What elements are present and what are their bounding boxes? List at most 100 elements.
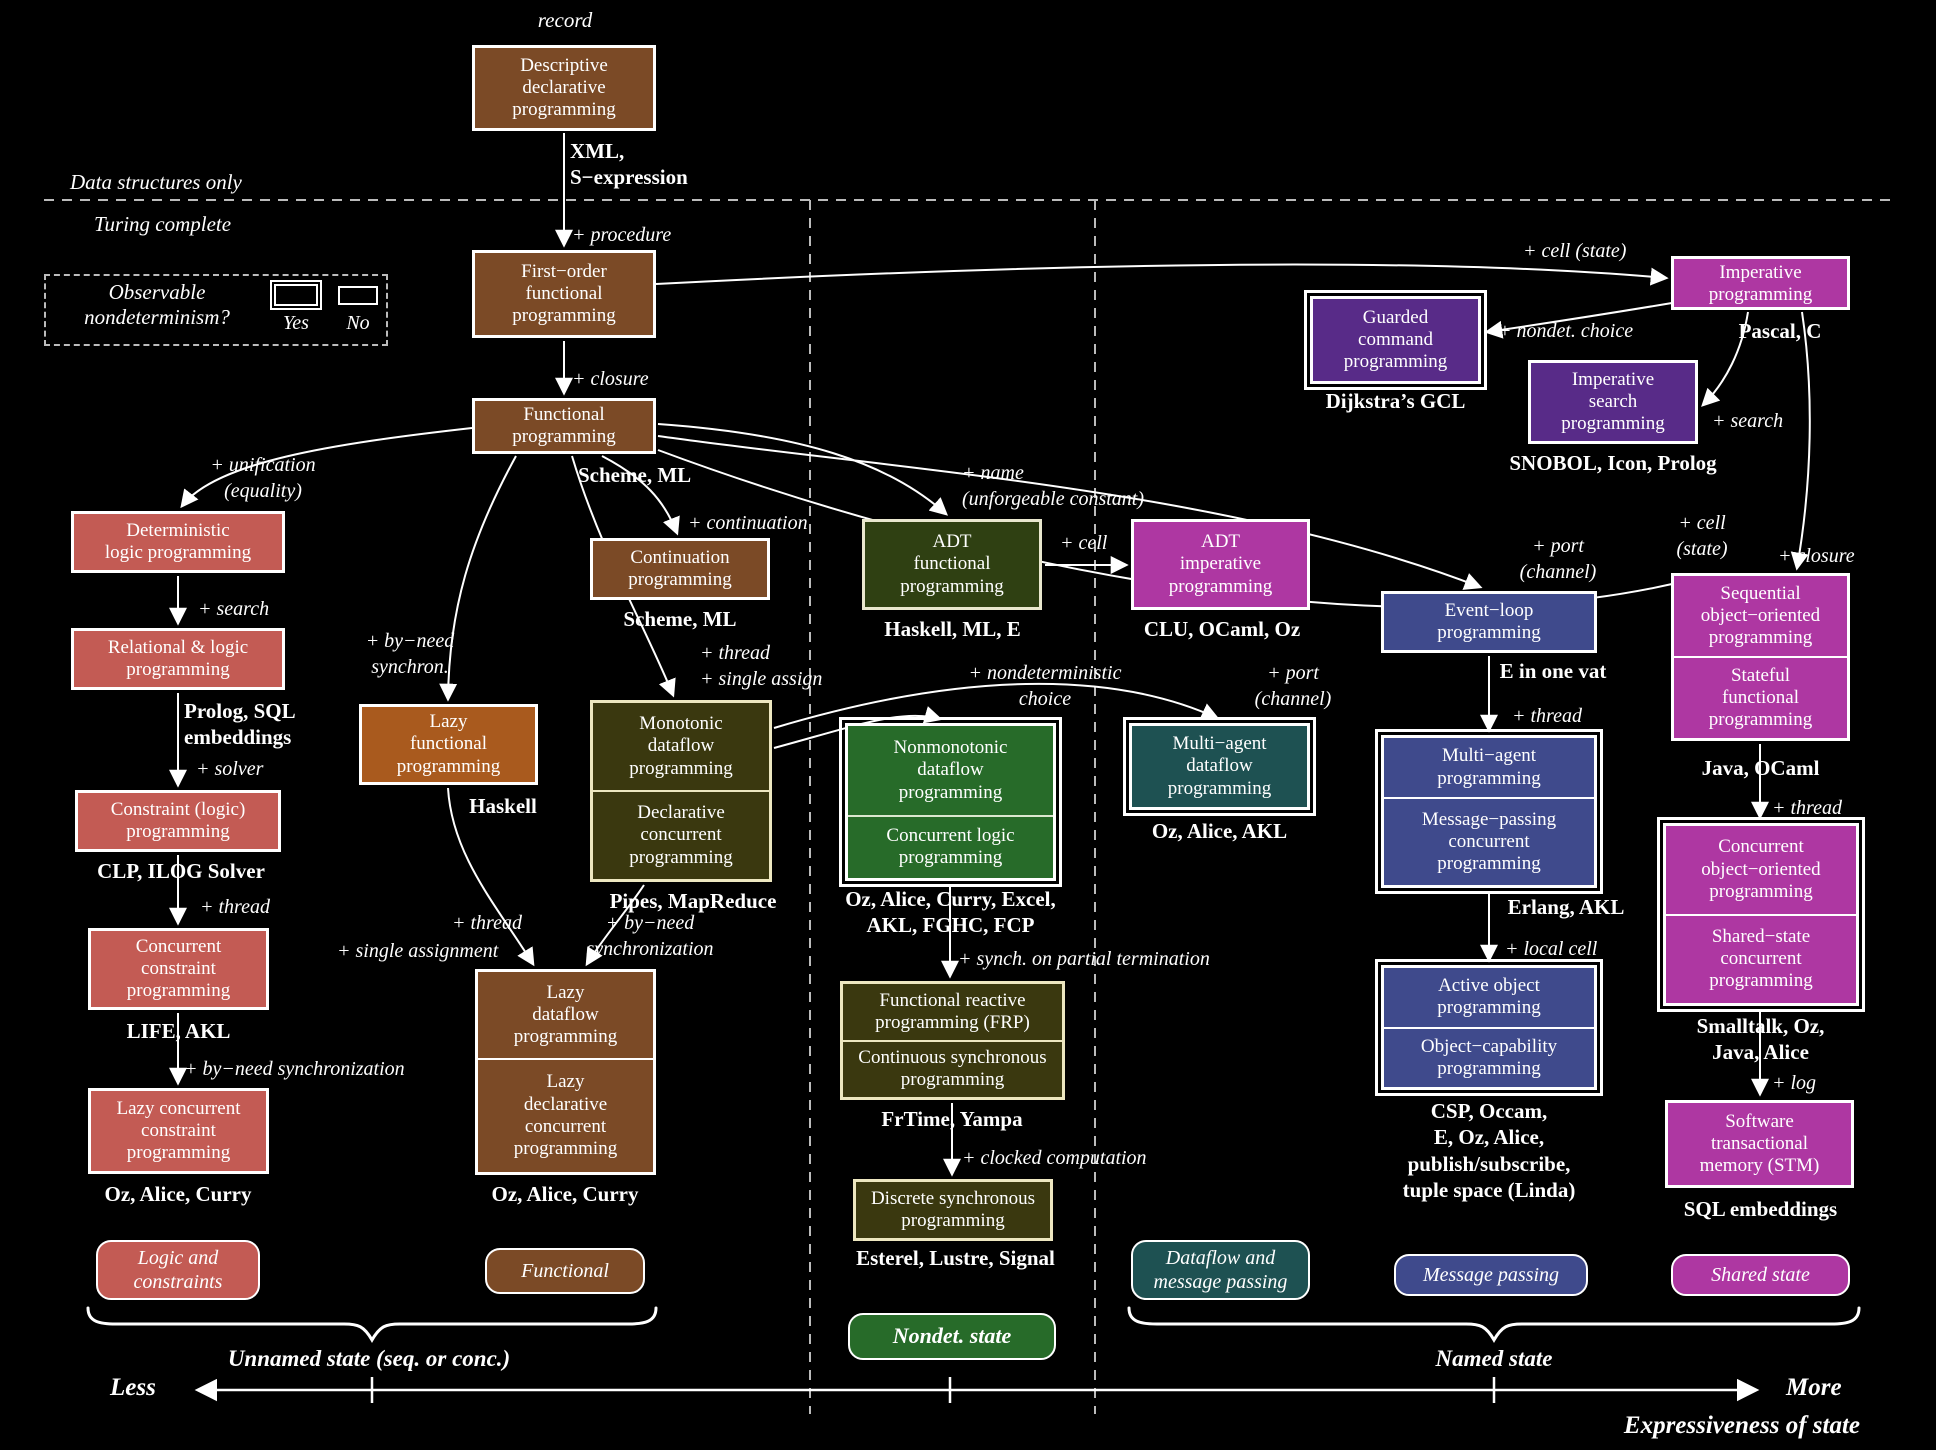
caption-imperative-search: SNOBOL, Icon, Prolog bbox=[1509, 451, 1717, 475]
box-label: Event−loop programming bbox=[1437, 599, 1541, 643]
box-label: Lazy functional programming bbox=[396, 711, 501, 777]
caption-concurrent-oo: Smalltalk, Oz, Java, Alice bbox=[1696, 1014, 1825, 1065]
box-discrete-synchronous: Discrete synchronous programming bbox=[853, 1179, 1053, 1241]
edge-label-thread-single-assign: + thread + single assign bbox=[700, 642, 823, 690]
box-label: Guarded command programming bbox=[1343, 306, 1448, 373]
box-lazy-concurrent-constraint: Lazy concurrent constraint programming bbox=[88, 1088, 269, 1174]
arrow-imperative-to-imperative-search bbox=[1701, 311, 1749, 407]
caption-guarded-command: Dijkstra’s GCL bbox=[1325, 389, 1466, 413]
edge-label-search-right: + search bbox=[1712, 410, 1784, 432]
caption-sequential-oo: Java, OCaml bbox=[1701, 756, 1820, 780]
box-label: ADT functional programming bbox=[900, 531, 1004, 597]
caption-constraint: CLP, ILOG Solver bbox=[97, 859, 265, 883]
caption-monotonic: Pipes, MapReduce bbox=[609, 889, 777, 913]
caption-frp: FrTime, Yampa bbox=[881, 1107, 1023, 1131]
caption-descriptive: XML, S−expression bbox=[570, 139, 688, 190]
arrow-monotonic-to-multiagent-dataflow bbox=[773, 682, 1220, 729]
box-label: Relational & logic programming bbox=[107, 636, 249, 680]
box-event-loop: Event−loop programming bbox=[1381, 591, 1597, 653]
legend-no-box bbox=[338, 286, 378, 305]
caption-imperative: Pascal, C bbox=[1738, 319, 1822, 343]
data-structures-only-label: Data structures only bbox=[70, 170, 242, 194]
pill-logic-constraints: Logic and constraints bbox=[96, 1240, 260, 1300]
box-label: Functional programming bbox=[512, 404, 616, 448]
edge-label-nondet-choice: + nondet. choice bbox=[1498, 320, 1634, 342]
edge-label-unification: + unification (equality) bbox=[210, 454, 316, 502]
box-label-bottom: Lazy declarative concurrent programming bbox=[478, 1057, 653, 1172]
arrow-monotonic-to-nonmonotonic bbox=[773, 706, 943, 749]
box-lazy-functional: Lazy functional programming bbox=[359, 704, 538, 785]
caption-functional: Scheme, ML bbox=[578, 463, 692, 487]
box-functional: Functional programming bbox=[472, 398, 656, 454]
box-imperative-search: Imperative search programming bbox=[1528, 360, 1698, 444]
box-active-object: Active object programming Object−capabil… bbox=[1375, 959, 1603, 1096]
edge-label-thread-eventloop: + thread bbox=[1512, 705, 1582, 727]
box-message-passing-concurrent: Multi−agent programming Message−passing … bbox=[1375, 729, 1603, 894]
box-label: Constraint (logic) programming bbox=[110, 798, 246, 842]
box-monotonic-dataflow: Monotonic dataflow programming Declarati… bbox=[590, 700, 772, 882]
box-frp-continuous-synchronous: Functional reactive programming (FRP) Co… bbox=[840, 981, 1065, 1100]
edge-label-procedure: + procedure bbox=[572, 224, 672, 246]
edge-label-local-cell: + local cell bbox=[1505, 938, 1598, 960]
box-label: Discrete synchronous programming bbox=[870, 1187, 1036, 1231]
box-label-top: Multi−agent programming bbox=[1437, 745, 1541, 789]
legend-yes-label: Yes bbox=[283, 312, 309, 334]
edge-label-thread-left: + thread bbox=[200, 896, 270, 918]
edge-label-log: + log bbox=[1772, 1072, 1817, 1094]
caption-adt-functional: Haskell, ML, E bbox=[884, 617, 1021, 641]
caption-active-object: CSP, Occam, E, Oz, Alice, publish/subscr… bbox=[1402, 1099, 1576, 1202]
box-label: Lazy concurrent constraint programming bbox=[116, 1097, 241, 1164]
edge-label-closure-right: + closure bbox=[1778, 545, 1855, 567]
pill-dataflow-message-passing: Dataflow and message passing bbox=[1131, 1240, 1310, 1300]
edge-label-byneed-synchron: + by−need synchron. bbox=[365, 630, 455, 678]
box-label: Imperative programming bbox=[1708, 262, 1813, 306]
box-lazy-dataflow: Lazy dataflow programming Lazy declarati… bbox=[475, 969, 656, 1175]
box-label-bottom: Declarative concurrent programming bbox=[593, 790, 769, 879]
box-label-top: Nonmonotonic dataflow programming bbox=[893, 737, 1008, 803]
pill-nondet-state: Nondet. state bbox=[848, 1313, 1056, 1360]
box-label: ADT imperative programming bbox=[1168, 531, 1273, 597]
edge-label-cell-state-top: + cell (state) bbox=[1523, 240, 1627, 262]
caption-stm: SQL embeddings bbox=[1683, 1197, 1838, 1221]
legend-no-label: No bbox=[346, 312, 370, 334]
turing-complete-label: Turing complete bbox=[94, 212, 232, 236]
box-label: Software transactional memory (STM) bbox=[1699, 1110, 1820, 1177]
caption-discrete: Esterel, Lustre, Signal bbox=[856, 1246, 1055, 1270]
box-label-bottom: Message−passing concurrent programming bbox=[1384, 797, 1594, 885]
pill-shared-state: Shared state bbox=[1671, 1254, 1850, 1296]
box-descriptive-declarative: Descriptive declarative programming bbox=[472, 45, 656, 131]
edge-label-cell-adt: + cell bbox=[1060, 532, 1108, 554]
caption-continuation: Scheme, ML bbox=[623, 607, 737, 631]
edge-label-clocked: + clocked computation bbox=[962, 1147, 1147, 1169]
box-stm: Software transactional memory (STM) bbox=[1665, 1100, 1854, 1188]
arrow-functional-to-adt-functional bbox=[657, 423, 949, 516]
edge-label-cell-state-oo: + cell (state) bbox=[1676, 512, 1728, 560]
arrow-lazy-functional-to-lazy-dataflow bbox=[447, 787, 535, 967]
box-label: Imperative search programming bbox=[1561, 368, 1665, 435]
caption-lazy-concurrent-constraint: Oz, Alice, Curry bbox=[104, 1182, 252, 1206]
edge-label-solver: + solver bbox=[196, 758, 264, 780]
box-label: Continuation programming bbox=[628, 546, 732, 590]
caption-message-passing: Erlang, AKL bbox=[1507, 895, 1625, 919]
box-label-top: Functional reactive programming (FRP) bbox=[875, 989, 1030, 1033]
brace-unnamed-state bbox=[86, 1306, 658, 1344]
box-label-bottom: Concurrent logic programming bbox=[848, 814, 1053, 878]
brace-named-state bbox=[1127, 1306, 1861, 1344]
box-label: Concurrent constraint programming bbox=[126, 935, 231, 1002]
record-label: record bbox=[537, 8, 593, 32]
box-label-bottom: Stateful functional programming bbox=[1674, 656, 1847, 738]
axis-more-label: More bbox=[1786, 1374, 1842, 1401]
arrow-functional-to-det-logic bbox=[180, 427, 473, 509]
edge-label-continuation: + continuation bbox=[688, 512, 808, 534]
caption-lazy-functional: Haskell bbox=[469, 794, 537, 818]
box-label-bottom: Shared−state concurrent programming bbox=[1666, 913, 1856, 1004]
caption-relational: Prolog, SQL embeddings bbox=[184, 699, 296, 750]
edge-label-thread-lazy: + thread bbox=[452, 912, 522, 934]
box-constraint-logic: Constraint (logic) programming bbox=[75, 790, 281, 852]
arrow-monotonic-to-lazy-dataflow bbox=[585, 884, 645, 967]
pill-message-passing: Message passing bbox=[1394, 1254, 1588, 1296]
edge-label-single-assignment: + single assignment bbox=[337, 940, 499, 962]
box-concurrent-oo: Concurrent object−oriented programming S… bbox=[1657, 817, 1865, 1012]
edge-label-closure: + closure bbox=[572, 368, 649, 390]
axis-less-label: Less bbox=[110, 1374, 156, 1401]
